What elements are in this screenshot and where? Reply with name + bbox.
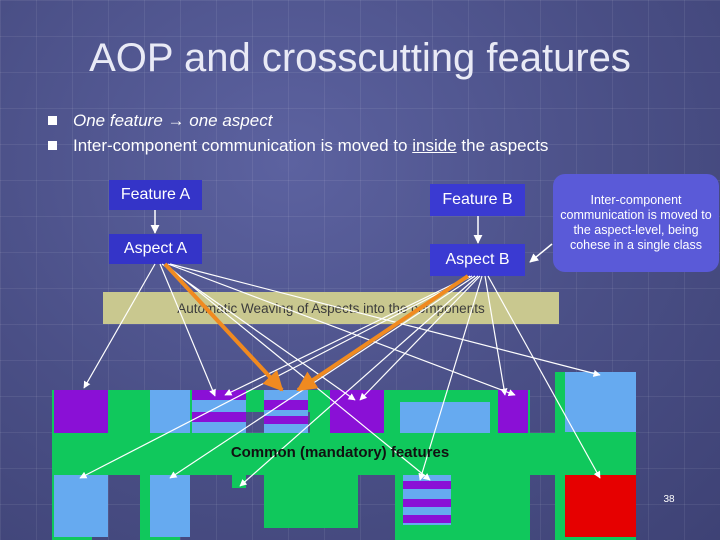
- slide-title: AOP and crosscutting features: [89, 36, 631, 80]
- light-blue-block: [565, 372, 636, 432]
- light-blue-block: [150, 475, 190, 537]
- striped-block: [403, 475, 451, 525]
- bullet-two-pre: Inter-component communication is moved t…: [73, 135, 408, 155]
- striped-block: [264, 390, 308, 433]
- bullet-list: One feature → one aspect Inter-component…: [48, 108, 548, 158]
- callout-pointer-arrow: [529, 243, 553, 263]
- bullet-one: One feature → one aspect: [48, 108, 548, 133]
- purple-block: [330, 390, 384, 433]
- light-blue-block: [54, 475, 108, 537]
- red-block: [565, 475, 636, 537]
- feature-b-box: Feature B: [430, 184, 525, 216]
- aspect-b-weaving-arrows: [79, 275, 601, 487]
- bullet-one-part-b: one aspect: [189, 110, 273, 130]
- green-band: [52, 433, 636, 475]
- callout-note: Inter-component communication is moved t…: [553, 174, 719, 272]
- light-blue-block: [150, 390, 190, 433]
- square-bullet-icon: [48, 141, 57, 150]
- bullet-two-post: the aspects: [461, 135, 549, 155]
- purple-block: [54, 390, 108, 433]
- green-col-4: [264, 470, 358, 528]
- weaving-bar: Automatic Weaving of Aspects into the co…: [103, 292, 559, 324]
- square-bullet-icon: [48, 116, 57, 125]
- feature-a-box: Feature A: [109, 180, 202, 210]
- aspect-a-box: Aspect A: [109, 234, 202, 264]
- arrow-right-icon: →: [167, 110, 185, 130]
- aspect-a-orange-arrow: [163, 262, 284, 392]
- light-blue-block: [400, 402, 490, 433]
- bullet-two-underlined: inside: [412, 135, 457, 155]
- common-features-label: Common (mandatory) features: [230, 444, 450, 461]
- bullet-two: Inter-component communication is moved t…: [48, 133, 548, 158]
- page-number: 38: [663, 494, 675, 505]
- purple-block: [498, 390, 528, 433]
- aspect-b-orange-arrow: [296, 274, 470, 392]
- bullet-one-part-a: One feature: [73, 110, 163, 130]
- aspect-b-box: Aspect B: [430, 244, 525, 276]
